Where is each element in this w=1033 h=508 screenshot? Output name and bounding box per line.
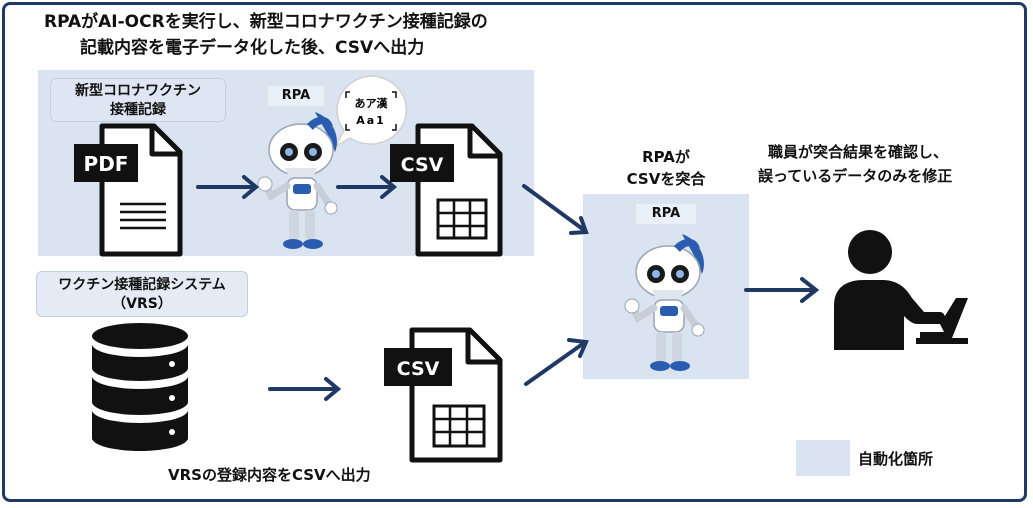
match-label-line1: RPAが: [642, 148, 690, 166]
pdf-label: PDF: [84, 152, 129, 176]
arrow-csv-to-match-top: [522, 184, 589, 235]
robot-mascot-icon-top: [257, 112, 338, 249]
match-label-line2: CSVを突合: [626, 170, 706, 188]
csv-label-bottom: CSV: [397, 358, 440, 380]
vaccine-record-label-line2: 接種記録: [110, 102, 166, 118]
legend-swatch: [796, 440, 850, 476]
rpa-tag-ocr: RPA: [268, 86, 324, 106]
ocr-speech-bubble: あア漢 Aa1: [334, 75, 408, 148]
diagram-title-line2: 記載内容を電子データ化した後、CSVへ出力: [80, 38, 425, 58]
arrow-csv-to-match-bottom: [524, 338, 589, 386]
vrs-label-line1: ワクチン接種記録システム: [58, 277, 226, 293]
arrow-match-to-staff: [744, 277, 820, 303]
robot-mascot-icon-match: [624, 234, 705, 371]
staff-text-line1: 職員が突合結果を確認し、: [768, 143, 949, 161]
csv-label-top: CSV: [401, 154, 444, 176]
database-icon: [92, 323, 188, 451]
vrs-label-line2: （VRS）: [112, 296, 172, 312]
csv-document-icon-top: CSV: [390, 123, 503, 257]
vrs-label: ワクチン接種記録システム （VRS）: [36, 271, 248, 317]
arrow-db-to-csv: [268, 377, 342, 401]
vrs-output-caption: VRSの登録内容をCSVへ出力: [168, 466, 371, 484]
staff-at-laptop-icon: [834, 230, 968, 350]
arrow-pdf-to-rpa: [196, 175, 260, 199]
staff-text-line2: 誤っているデータのみを修正: [758, 167, 953, 185]
csv-document-icon-bottom: CSV: [384, 327, 503, 463]
match-label: RPAが CSVを突合: [618, 146, 714, 190]
vaccine-record-label: 新型コロナワクチン 接種記録: [50, 78, 226, 122]
staff-action-text: 職員が突合結果を確認し、 誤っているデータのみを修正: [758, 140, 1024, 188]
ocr-bubble-line1: あア漢: [355, 96, 389, 110]
diagram-title-line1: RPAがAI-OCRを実行し、新型コロナワクチン接種記録の: [44, 12, 488, 32]
diagram-frame: [2, 2, 1027, 502]
arrow-rpa-to-csv: [336, 175, 398, 199]
rpa-tag-match: RPA: [636, 204, 696, 224]
legend-label: 自動化箇所: [858, 450, 934, 468]
pdf-document-icon: PDF: [74, 123, 183, 257]
vaccine-record-label-line1: 新型コロナワクチン: [75, 83, 201, 99]
ocr-bubble-line2: Aa1: [356, 114, 386, 127]
